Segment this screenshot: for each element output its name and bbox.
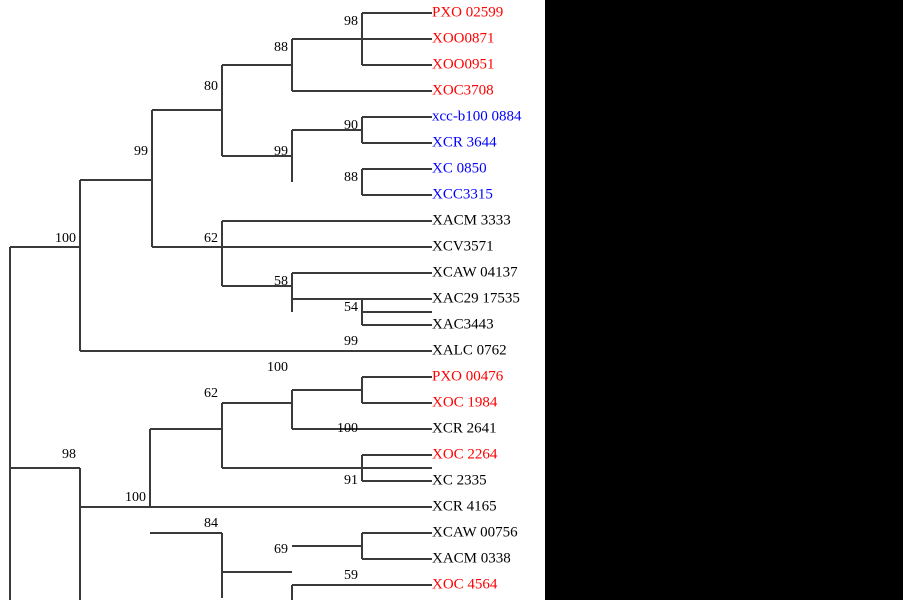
tip-label: XALC 0762 <box>432 342 507 359</box>
bootstrap-value: 100 <box>267 360 288 375</box>
bootstrap-value: 98 <box>62 447 76 462</box>
tip-label: XCR 3644 <box>432 134 497 151</box>
bootstrap-value: 99 <box>274 144 288 159</box>
tip-label: XCR 4165 <box>432 498 497 515</box>
black-panel <box>545 0 903 600</box>
bootstrap-value: 84 <box>204 516 218 531</box>
tip-label: xcc-b100 0884 <box>432 108 522 125</box>
tip-label: XCAW 04137 <box>432 264 518 281</box>
bootstrap-value: 88 <box>274 40 288 55</box>
tip-label: XC 2335 <box>432 472 487 489</box>
tip-label: PXO 02599 <box>432 4 504 21</box>
bootstrap-value: 100 <box>337 421 358 436</box>
tip-label: XCR 2641 <box>432 420 497 437</box>
tip-label: XCV3571 <box>432 238 494 255</box>
tree-branches <box>9 12 432 600</box>
bootstrap-value: 59 <box>344 568 358 583</box>
tip-label: XCAW 00756 <box>432 524 518 541</box>
bootstrap-value: 90 <box>344 118 358 133</box>
bootstrap-value: 62 <box>204 386 218 401</box>
tip-label: XACM 0338 <box>432 550 511 567</box>
tip-label: PXO 00476 <box>432 368 504 385</box>
tip-label: XOO0951 <box>432 56 495 73</box>
tip-label: XOC 2264 <box>432 446 498 463</box>
tip-label: XOO0871 <box>432 30 495 47</box>
tip-label: XAC3443 <box>432 316 494 333</box>
bootstrap-value: 99 <box>344 334 358 349</box>
bootstrap-value: 100 <box>125 490 146 505</box>
tip-label: XOC 1984 <box>432 394 498 411</box>
tip-label: XOC3708 <box>432 82 494 99</box>
bootstrap-value: 91 <box>344 473 358 488</box>
tip-label: XAC29 17535 <box>432 290 520 307</box>
bootstrap-value: 99 <box>134 144 148 159</box>
bootstrap-value: 54 <box>344 300 358 315</box>
tip-label: XC 0850 <box>432 160 487 177</box>
tip-label: XCC3315 <box>432 186 493 203</box>
bootstrap-value: 58 <box>274 274 288 289</box>
bootstrap-value: 80 <box>204 79 218 94</box>
tip-label: XACM 3333 <box>432 212 511 229</box>
bootstrap-value: 69 <box>274 542 288 557</box>
bootstrap-value: 98 <box>344 14 358 29</box>
bootstrap-value: 62 <box>204 231 218 246</box>
tip-label: XOC 4564 <box>432 576 498 593</box>
bootstrap-value: 88 <box>344 170 358 185</box>
bootstrap-value: 100 <box>55 231 76 246</box>
phylogenetic-tree <box>9 12 432 600</box>
